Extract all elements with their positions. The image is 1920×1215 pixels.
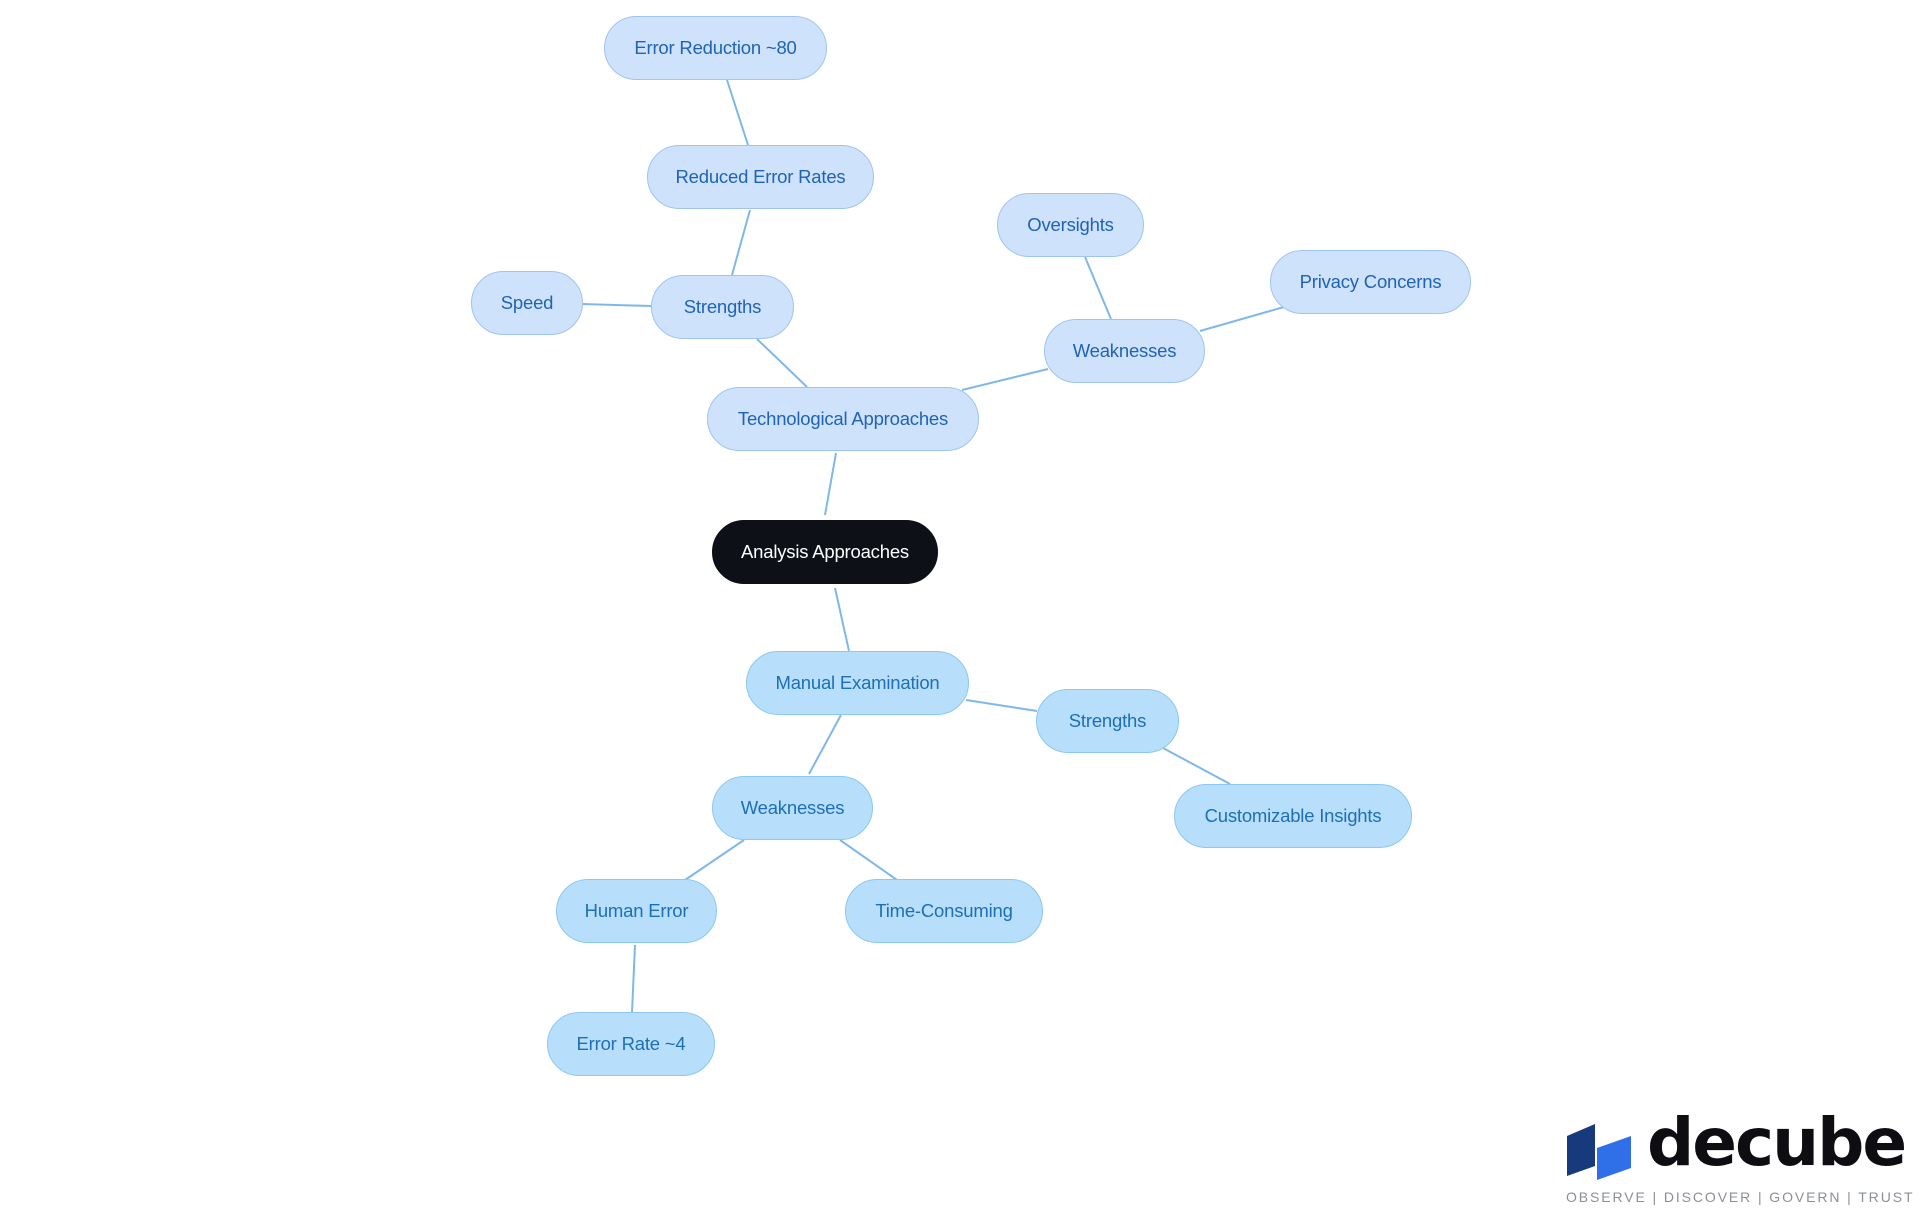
link-strengths-speed [581, 303, 652, 307]
link-root-manual [834, 587, 850, 652]
node-error-reduction: Error Reduction ~80 [604, 16, 827, 80]
link-reduced-error-reduction [726, 79, 749, 146]
node-technological-approaches: Technological Approaches [707, 387, 979, 451]
node-privacy-concerns: Privacy Concerns [1270, 250, 1471, 314]
link-weaknesses-privacy [1199, 306, 1285, 332]
decube-logo-icon [1567, 1124, 1631, 1180]
node-tech-strengths: Strengths [651, 275, 794, 339]
link-manual-weaknesses [808, 714, 842, 775]
link-manual-weaknesses-time [839, 839, 898, 881]
node-manual-examination: Manual Examination [746, 651, 969, 715]
link-weaknesses-oversights [1084, 256, 1112, 320]
link-root-technological [824, 452, 837, 516]
node-tech-speed: Speed [471, 271, 583, 335]
node-oversights: Oversights [997, 193, 1144, 257]
node-manual-weaknesses: Weaknesses [712, 776, 873, 840]
link-technological-weaknesses [961, 368, 1049, 391]
link-manual-strengths-insights [1162, 747, 1231, 785]
node-analysis-approaches: Analysis Approaches [712, 520, 938, 584]
link-strengths-reduced-error [731, 209, 751, 276]
decube-tagline: OBSERVE | DISCOVER | GOVERN | TRUST [1566, 1189, 1915, 1205]
node-reduced-error-rates: Reduced Error Rates [647, 145, 874, 209]
node-customizable-insights: Customizable Insights [1174, 784, 1412, 848]
node-tech-weaknesses: Weaknesses [1044, 319, 1205, 383]
node-human-error: Human Error [556, 879, 717, 943]
decube-logo: decube OBSERVE | DISCOVER | GOVERN | TRU… [1565, 1110, 1913, 1213]
decube-wordmark: decube [1647, 1104, 1907, 1181]
node-time-consuming: Time-Consuming [845, 879, 1043, 943]
link-manual-weaknesses-human [684, 839, 745, 881]
link-human-error-rate [631, 944, 636, 1013]
link-technological-strengths [756, 338, 808, 388]
node-manual-strengths: Strengths [1036, 689, 1179, 753]
link-manual-strengths [965, 699, 1038, 712]
node-error-rate: Error Rate ~4 [547, 1012, 715, 1076]
